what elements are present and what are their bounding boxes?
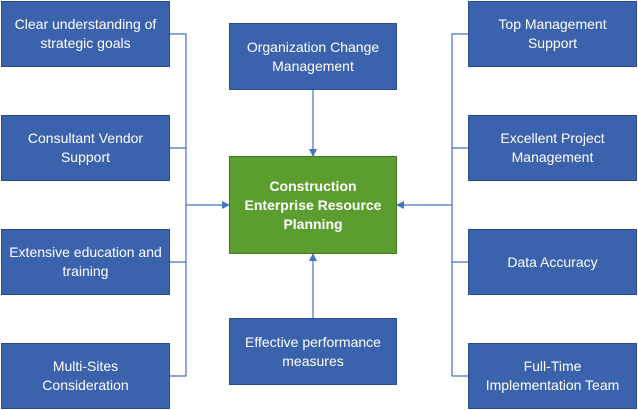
factor-label: Clear understanding of strategic goals <box>14 16 157 51</box>
factor-label: Organization Change Management <box>246 38 380 74</box>
factor-label: Effective performance measures <box>245 333 381 369</box>
factor-box-consultant-vendor-support: Consultant Vendor Support <box>1 115 170 181</box>
right-bracket-connector <box>451 33 468 377</box>
factor-label: Consultant Vendor Support <box>27 130 144 165</box>
factor-box-strategic-goals: Clear understanding of strategic goals <box>1 1 170 67</box>
center-label: Construction Enterprise Resource Plannin… <box>244 177 382 232</box>
factor-box-multi-sites: Multi-Sites Consideration <box>1 343 170 409</box>
factor-label: Multi-Sites Consideration <box>42 358 129 393</box>
factor-box-data-accuracy: Data Accuracy <box>468 229 637 295</box>
factor-box-education-training: Extensive education and training <box>1 229 170 295</box>
factor-label: Excellent Project Management <box>500 130 605 165</box>
factor-box-organization-change: Organization Change Management <box>229 23 397 90</box>
factor-box-implementation-team: Full-Time Implementation Team <box>468 343 637 409</box>
factor-label: Data Accuracy <box>507 253 598 270</box>
factor-label: Full-Time Implementation Team <box>485 358 620 393</box>
factor-box-project-management: Excellent Project Management <box>468 115 637 181</box>
factor-box-performance-measures: Effective performance measures <box>229 318 397 385</box>
left-bracket-connector <box>170 33 187 377</box>
factor-label: Extensive education and training <box>9 244 162 279</box>
center-box-construction-erp: Construction Enterprise Resource Plannin… <box>229 156 397 254</box>
factor-label: Top Management Support <box>498 16 607 51</box>
factor-box-top-management-support: Top Management Support <box>468 1 637 67</box>
